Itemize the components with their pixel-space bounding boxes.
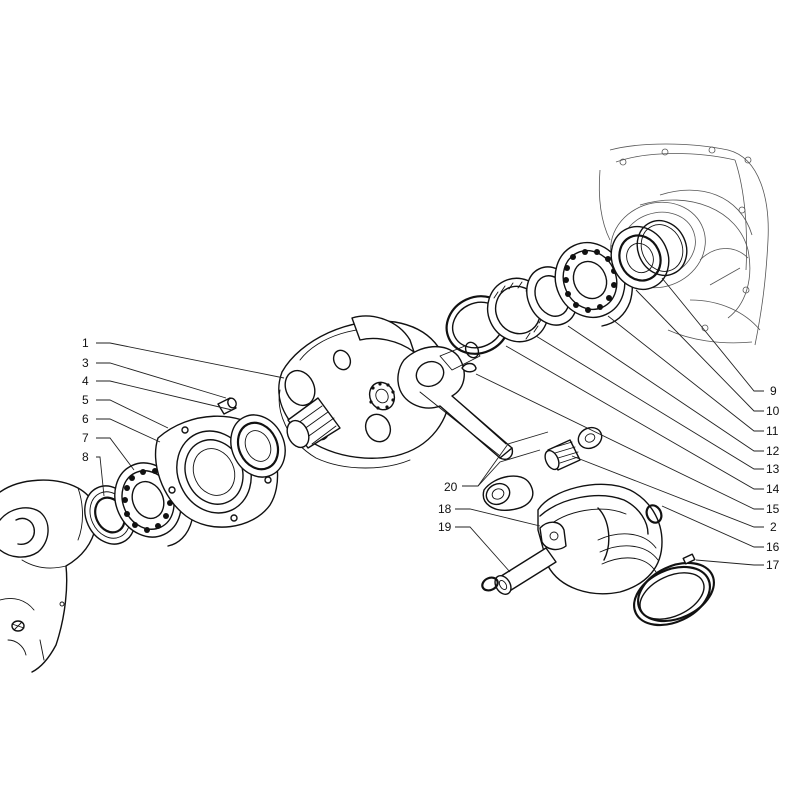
callout-20: 20 <box>444 480 458 494</box>
crankshaft-shaft-left <box>286 397 341 449</box>
callout-labels: 1 3 4 5 6 7 8 9 10 11 12 13 14 15 2 16 1… <box>82 336 780 572</box>
piston-pin <box>494 547 557 595</box>
dowel-pin <box>217 397 237 415</box>
callout-2: 2 <box>770 520 777 534</box>
left-crankcase-half <box>0 479 98 673</box>
callout-7: 7 <box>82 431 89 445</box>
callout-4: 4 <box>82 374 89 388</box>
callout-9: 9 <box>770 384 777 398</box>
callout-1: 1 <box>82 336 89 350</box>
connecting-rod <box>397 345 514 460</box>
callout-6: 6 <box>82 412 89 426</box>
crankpin-bearing-cage <box>368 381 396 411</box>
callout-10: 10 <box>766 404 780 418</box>
callout-3: 3 <box>82 356 89 370</box>
callout-11: 11 <box>766 424 779 438</box>
pin-circlip-right <box>645 504 663 524</box>
small-end-bearing <box>544 439 581 471</box>
gasket-ring-left <box>230 414 286 478</box>
small-end-washer <box>577 426 603 450</box>
callout-15: 15 <box>766 502 780 516</box>
woodruff-key <box>461 362 477 373</box>
main-bearing-right <box>554 241 633 327</box>
pin-circlip-left <box>481 576 499 592</box>
callout-12: 12 <box>766 444 780 458</box>
small-end-eye <box>482 475 534 511</box>
callout-17: 17 <box>766 558 780 572</box>
shim-ring-right <box>636 219 688 277</box>
callout-14: 14 <box>766 482 780 496</box>
leader-lines <box>96 277 764 573</box>
callout-5: 5 <box>82 393 89 407</box>
callout-18: 18 <box>438 502 452 516</box>
callout-16: 16 <box>766 540 780 554</box>
callout-8: 8 <box>82 450 89 464</box>
callout-13: 13 <box>766 462 780 476</box>
callout-19: 19 <box>438 520 452 534</box>
piston-rings <box>633 553 715 627</box>
piston <box>537 483 663 595</box>
